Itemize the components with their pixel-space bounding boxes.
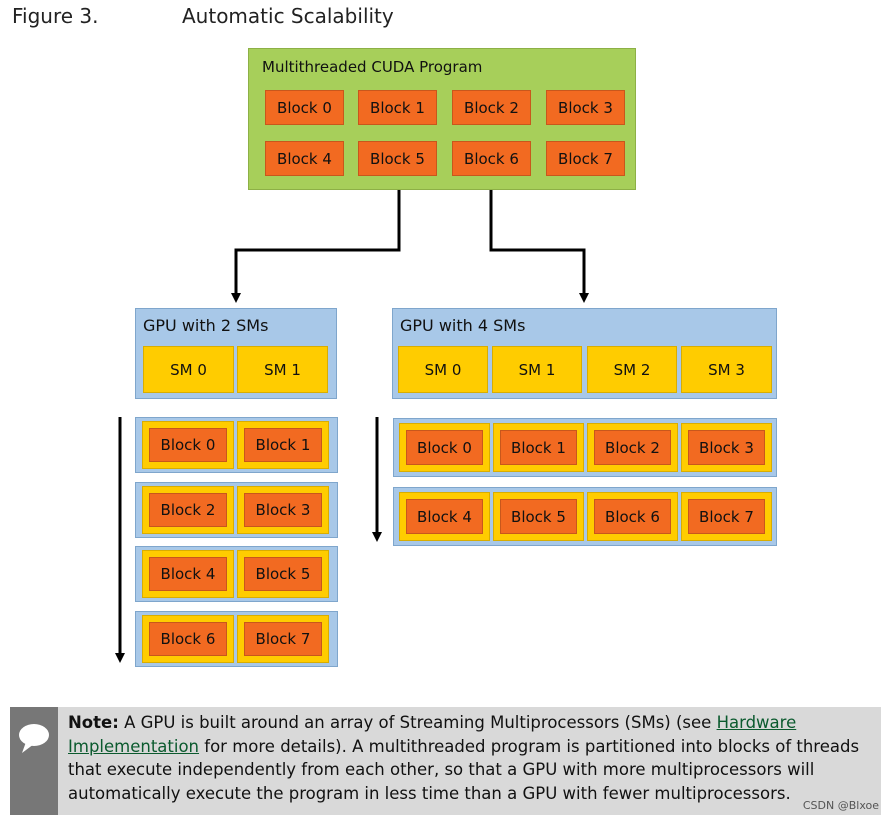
gpu2-sm-0: SM 0 bbox=[143, 346, 234, 393]
note-box bbox=[10, 707, 881, 815]
note-label: Note: bbox=[68, 713, 119, 732]
program-block-2: Block 2 bbox=[452, 90, 531, 125]
gpu-2sm-label: GPU with 2 SMs bbox=[143, 316, 269, 335]
note-text-part2: for more details). A multithreaded progr… bbox=[68, 736, 860, 803]
gpu4-block-1: Block 1 bbox=[500, 430, 577, 465]
gpu4-cell: Block 2 bbox=[587, 423, 678, 472]
gpu2-block-0: Block 0 bbox=[149, 428, 227, 462]
figure-title: Automatic Scalability bbox=[182, 4, 394, 28]
gpu4-cell: Block 4 bbox=[399, 492, 490, 541]
gpu4-block-4: Block 4 bbox=[406, 499, 483, 534]
arrow-to-gpu4 bbox=[489, 190, 589, 303]
program-block-5: Block 5 bbox=[358, 141, 437, 176]
figure-number: Figure 3. bbox=[12, 4, 99, 28]
speech-bubble-icon bbox=[19, 724, 49, 753]
gpu2-block-5: Block 5 bbox=[244, 557, 322, 591]
gpu4-block-3: Block 3 bbox=[688, 430, 765, 465]
gpu4-block-5: Block 5 bbox=[500, 499, 577, 534]
gpu2-block-7: Block 7 bbox=[244, 622, 322, 656]
gpu2-cell: Block 4 bbox=[142, 550, 234, 598]
gpu2-sm-1: SM 1 bbox=[237, 346, 328, 393]
program-block-3: Block 3 bbox=[546, 90, 625, 125]
gpu4-sm-0: SM 0 bbox=[398, 346, 488, 393]
gpu2-block-6: Block 6 bbox=[149, 622, 227, 656]
gpu4-cell: Block 7 bbox=[681, 492, 772, 541]
program-block-7: Block 7 bbox=[546, 141, 625, 176]
gpu4-cell: Block 1 bbox=[493, 423, 584, 472]
program-block-0: Block 0 bbox=[265, 90, 344, 125]
gpu4-sm-2: SM 2 bbox=[587, 346, 677, 393]
gpu2-cell: Block 1 bbox=[237, 421, 329, 469]
cuda-program-label: Multithreaded CUDA Program bbox=[262, 58, 483, 76]
note-sidebar bbox=[10, 707, 58, 815]
program-block-4: Block 4 bbox=[265, 141, 344, 176]
gpu4-block-2: Block 2 bbox=[594, 430, 671, 465]
gpu2-cell: Block 2 bbox=[142, 486, 234, 534]
watermark: CSDN @Blxoe bbox=[802, 799, 879, 812]
gpu4-cell: Block 0 bbox=[399, 423, 490, 472]
hardware-implementation-link[interactable]: Hardware Implementation bbox=[68, 713, 797, 756]
gpu4-cell: Block 5 bbox=[493, 492, 584, 541]
gpu4-block-0: Block 0 bbox=[406, 430, 483, 465]
gpu2-cell: Block 5 bbox=[237, 550, 329, 598]
arrow-to-gpu2 bbox=[231, 190, 401, 303]
gpu2-block-2: Block 2 bbox=[149, 493, 227, 527]
gpu2-block-3: Block 3 bbox=[244, 493, 322, 527]
gpu2-block-1: Block 1 bbox=[244, 428, 322, 462]
gpu2-block-4: Block 4 bbox=[149, 557, 227, 591]
gpu4-cell: Block 6 bbox=[587, 492, 678, 541]
note-text-part1: A GPU is built around an array of Stream… bbox=[118, 713, 717, 732]
program-block-1: Block 1 bbox=[358, 90, 437, 125]
gpu4-block-7: Block 7 bbox=[688, 499, 765, 534]
gpu2-cell: Block 0 bbox=[142, 421, 234, 469]
gpu4-cell: Block 3 bbox=[681, 423, 772, 472]
gpu2-cell: Block 7 bbox=[237, 615, 329, 663]
program-block-6: Block 6 bbox=[452, 141, 531, 176]
gpu-4sm-label: GPU with 4 SMs bbox=[400, 316, 526, 335]
gpu4-sm-1: SM 1 bbox=[492, 346, 582, 393]
gpu4-block-6: Block 6 bbox=[594, 499, 671, 534]
note-text: Note: A GPU is built around an array of … bbox=[68, 711, 876, 805]
gpu4-sm-3: SM 3 bbox=[681, 346, 772, 393]
gpu2-cell: Block 6 bbox=[142, 615, 234, 663]
gpu2-cell: Block 3 bbox=[237, 486, 329, 534]
